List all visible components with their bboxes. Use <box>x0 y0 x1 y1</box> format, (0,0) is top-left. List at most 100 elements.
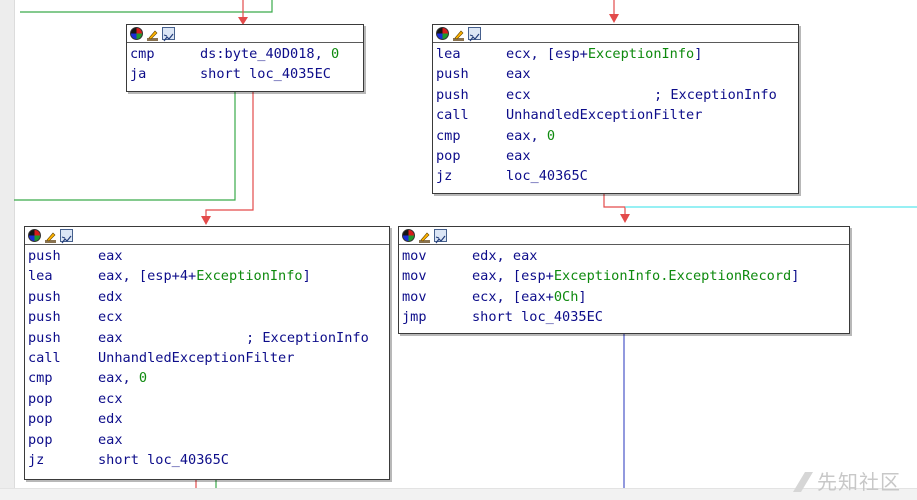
edge-red-jz-fallthrough <box>603 192 626 218</box>
operands: eax, [esp+ExceptionInfo.ExceptionRecord] <box>472 268 800 285</box>
instruction-line[interactable]: lea ecx, [esp+ExceptionInfo] <box>433 44 798 64</box>
instruction-line[interactable]: mov ecx, [eax+0Ch] <box>399 287 849 307</box>
operands: eax <box>98 248 123 264</box>
color-wheel-icon[interactable] <box>130 27 143 40</box>
instruction-line[interactable]: cmp ds:byte_40D018, 0 <box>127 44 363 64</box>
instruction-line[interactable]: call UnhandledExceptionFilter <box>25 348 389 368</box>
instruction-line[interactable]: call UnhandledExceptionFilter <box>433 105 798 125</box>
mnemonic: lea <box>436 46 461 62</box>
instruction-line[interactable]: jmp short loc_4035EC <box>399 307 849 327</box>
color-wheel-icon[interactable] <box>28 229 41 242</box>
instruction-line[interactable]: push edx <box>25 287 389 307</box>
mnemonic: mov <box>402 288 427 305</box>
edge-green-top <box>20 0 273 13</box>
edit-icon[interactable] <box>146 27 159 41</box>
edit-icon[interactable] <box>452 27 465 41</box>
operands: eax <box>506 66 531 83</box>
block-header <box>25 227 389 245</box>
watermark-logo-icon <box>793 472 813 492</box>
mnemonic: cmp <box>436 127 461 144</box>
operands: eax <box>98 329 123 346</box>
graph-icon[interactable] <box>162 27 175 42</box>
mnemonic: mov <box>402 248 427 264</box>
mnemonic: call <box>436 107 469 124</box>
mnemonic: push <box>28 329 61 346</box>
arrowhead-red <box>609 14 619 23</box>
watermark-text: 先知社区 <box>817 470 901 494</box>
horizontal-scrollbar[interactable] <box>0 488 917 500</box>
block-header <box>399 227 849 245</box>
jump-target[interactable]: loc_40365C <box>506 168 588 185</box>
edit-icon[interactable] <box>418 229 431 243</box>
operands: edx <box>98 288 123 305</box>
operands: ds:byte_40D018, 0 <box>200 46 340 62</box>
instruction-line[interactable]: push eax <box>433 64 798 84</box>
operands: edx <box>98 411 123 428</box>
block-header <box>127 25 363 43</box>
mnemonic: lea <box>28 268 53 285</box>
operands: ecx <box>98 390 123 407</box>
instruction-line[interactable]: pop eax <box>25 430 389 450</box>
operands: ecx <box>506 86 531 103</box>
operands: ecx, [esp+ExceptionInfo] <box>506 46 703 62</box>
operands: short loc_4035EC <box>200 66 331 83</box>
mnemonic: push <box>28 288 61 305</box>
operands: ecx, [eax+0Ch] <box>472 288 587 305</box>
mnemonic: push <box>436 66 469 83</box>
block-header <box>433 25 798 43</box>
graph-icon[interactable] <box>434 229 447 244</box>
mnemonic: push <box>28 309 61 326</box>
instruction-line[interactable]: push eax ; ExceptionInfo <box>25 328 389 348</box>
color-wheel-icon[interactable] <box>402 229 415 242</box>
mnemonic: pop <box>28 431 53 448</box>
mnemonic: jmp <box>402 309 427 326</box>
operands: eax <box>98 431 123 448</box>
instruction-line[interactable]: push ecx <box>25 307 389 327</box>
graph-icon[interactable] <box>468 27 481 42</box>
arrowhead-red <box>620 214 630 223</box>
instruction-line[interactable]: lea eax, [esp+4+ExceptionInfo] <box>25 266 389 286</box>
mnemonic: cmp <box>130 46 155 62</box>
operands: ecx <box>98 309 123 326</box>
instruction-line[interactable]: jz loc_40365C <box>433 166 798 186</box>
operands: eax, [esp+4+ExceptionInfo] <box>98 268 311 285</box>
operands: eax, 0 <box>506 127 556 144</box>
call-target[interactable]: UnhandledExceptionFilter <box>506 107 703 124</box>
mnemonic: cmp <box>28 370 53 387</box>
mnemonic: jz <box>436 168 453 185</box>
code-block-lea-call[interactable]: lea ecx, [esp+ExceptionInfo] push eax push… <box>432 24 799 194</box>
instruction-line[interactable]: jz short loc_40365C <box>25 450 389 470</box>
mnemonic: jz <box>28 451 45 468</box>
left-scroll-gutter <box>0 0 15 499</box>
block-code: lea ecx, [esp+ExceptionInfo] push eax push… <box>433 43 798 187</box>
instruction-line[interactable]: pop ecx <box>25 389 389 409</box>
comment: ; ExceptionInfo <box>246 329 369 346</box>
instruction-line[interactable]: cmp eax, 0 <box>433 126 798 146</box>
call-target[interactable]: UnhandledExceptionFilter <box>98 349 295 366</box>
instruction-line[interactable]: cmp eax, 0 <box>25 368 389 388</box>
mnemonic: pop <box>436 147 461 164</box>
mnemonic: call <box>28 349 61 366</box>
jump-target[interactable]: short loc_4035EC <box>472 309 603 326</box>
edge-red-ja-fallthrough <box>205 91 254 220</box>
comment: ; ExceptionInfo <box>654 86 777 103</box>
operands: eax, 0 <box>98 370 148 387</box>
edit-icon[interactable] <box>44 229 57 243</box>
arrowhead-red <box>238 17 248 25</box>
color-wheel-icon[interactable] <box>436 27 449 40</box>
mnemonic: pop <box>28 390 53 407</box>
jump-target[interactable]: short loc_40365C <box>98 451 229 468</box>
graph-icon[interactable] <box>60 229 73 244</box>
edge-green-ja-taken <box>14 91 236 201</box>
